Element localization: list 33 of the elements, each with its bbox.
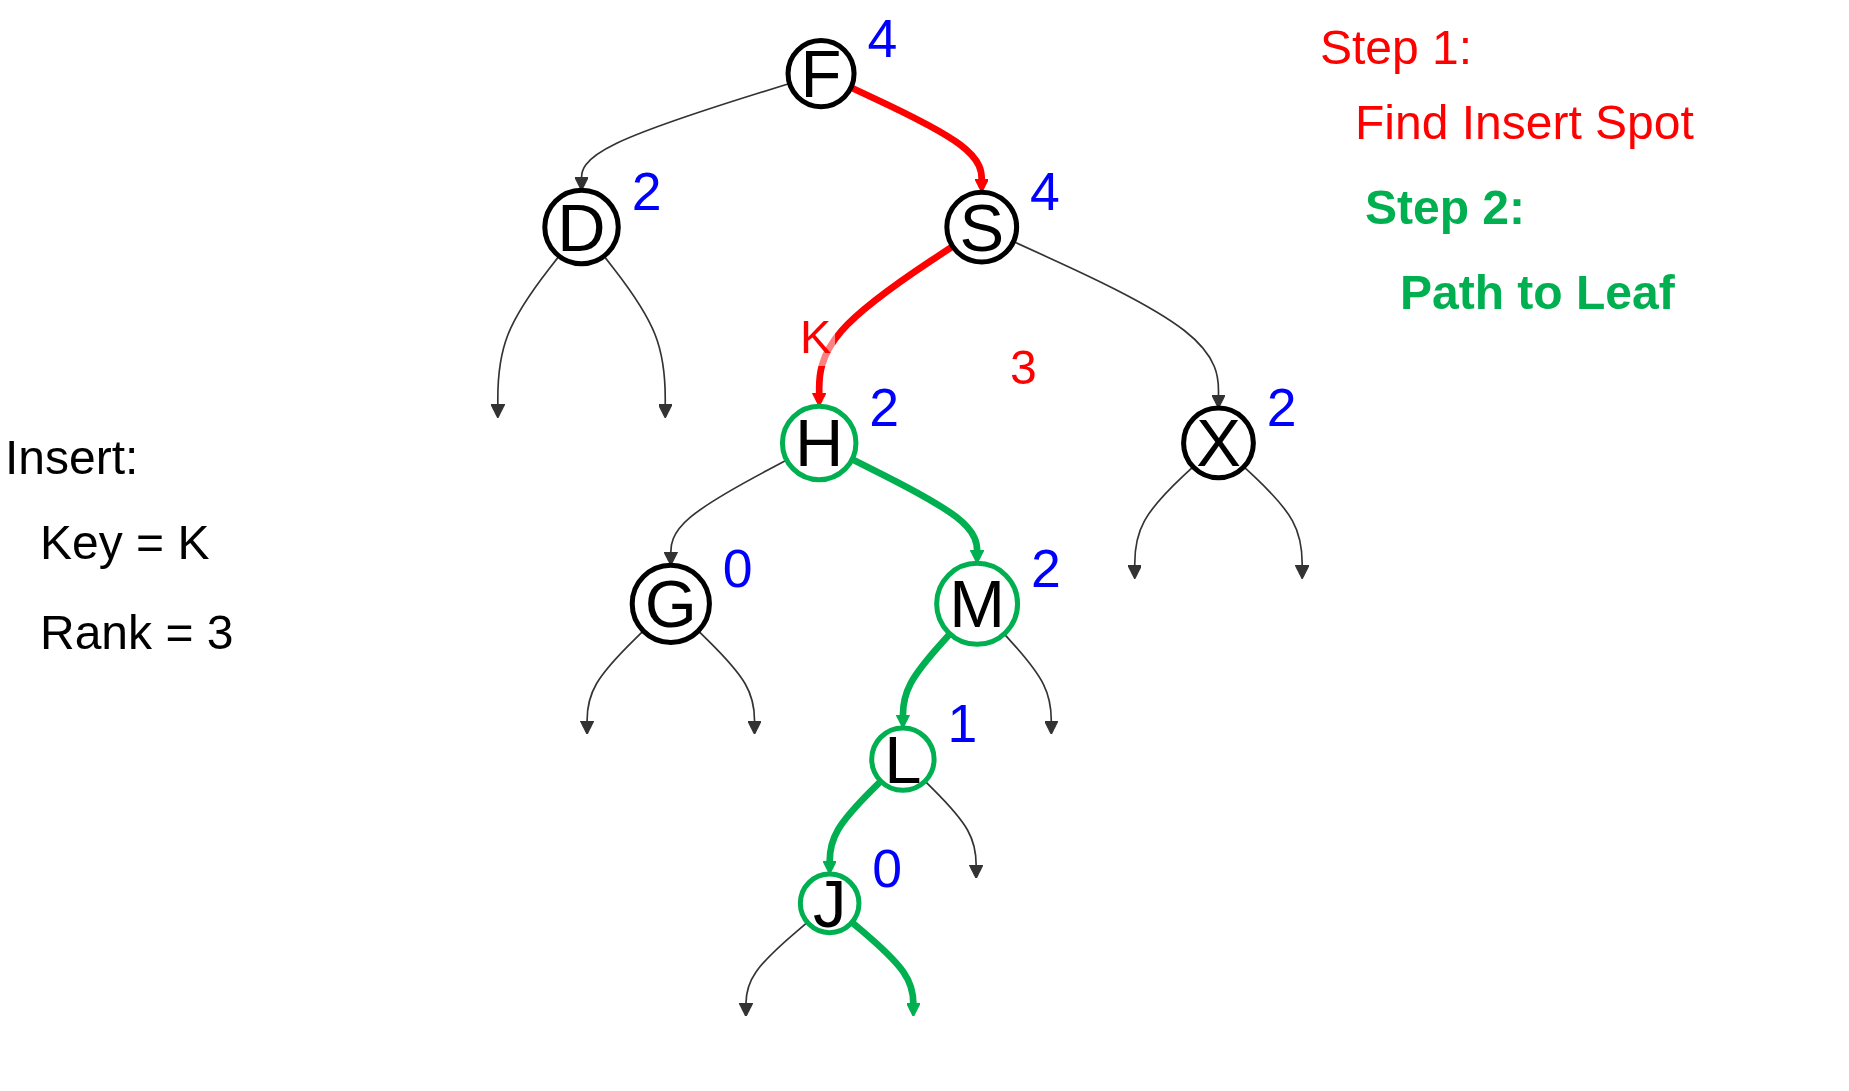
note-text: Key = K: [40, 515, 210, 570]
note-text: Step 2:: [1365, 180, 1526, 235]
arrow: [849, 919, 921, 1018]
arrow: [1003, 633, 1059, 735]
rank-label: 3: [1010, 340, 1037, 395]
node-circle: S: [944, 189, 1020, 265]
rank-number: 1: [947, 694, 978, 754]
rank-number: 4: [1030, 162, 1060, 222]
arrow: [924, 780, 984, 879]
rank-number: 2: [631, 162, 662, 222]
arrow: [490, 255, 560, 419]
node-circle: J: [797, 871, 862, 936]
note-text: Rank = 3: [40, 605, 234, 660]
rank-number: 2: [1030, 539, 1061, 599]
note-text: Path to Leaf: [1400, 265, 1675, 320]
arrow: [697, 630, 762, 735]
note-text: Insert:: [5, 430, 139, 485]
node-circle: G: [629, 562, 712, 645]
rank-number: 4: [867, 10, 898, 68]
node-circle: X: [1181, 405, 1256, 481]
node-circle: M: [934, 560, 1021, 647]
node-circle: L: [869, 725, 937, 793]
node-circle: D: [542, 187, 621, 267]
note-text: Find Insert Spot: [1355, 95, 1694, 150]
rank-number: 0: [722, 539, 753, 599]
arrow: [579, 630, 645, 735]
rank-number: 2: [869, 378, 900, 438]
node-circle: H: [779, 403, 859, 483]
node-circle: F: [785, 38, 857, 110]
note-text: Step 1:: [1320, 20, 1473, 75]
rank-number: 0: [872, 838, 903, 898]
arrow: [603, 255, 673, 419]
rank-number: 2: [1266, 378, 1297, 438]
